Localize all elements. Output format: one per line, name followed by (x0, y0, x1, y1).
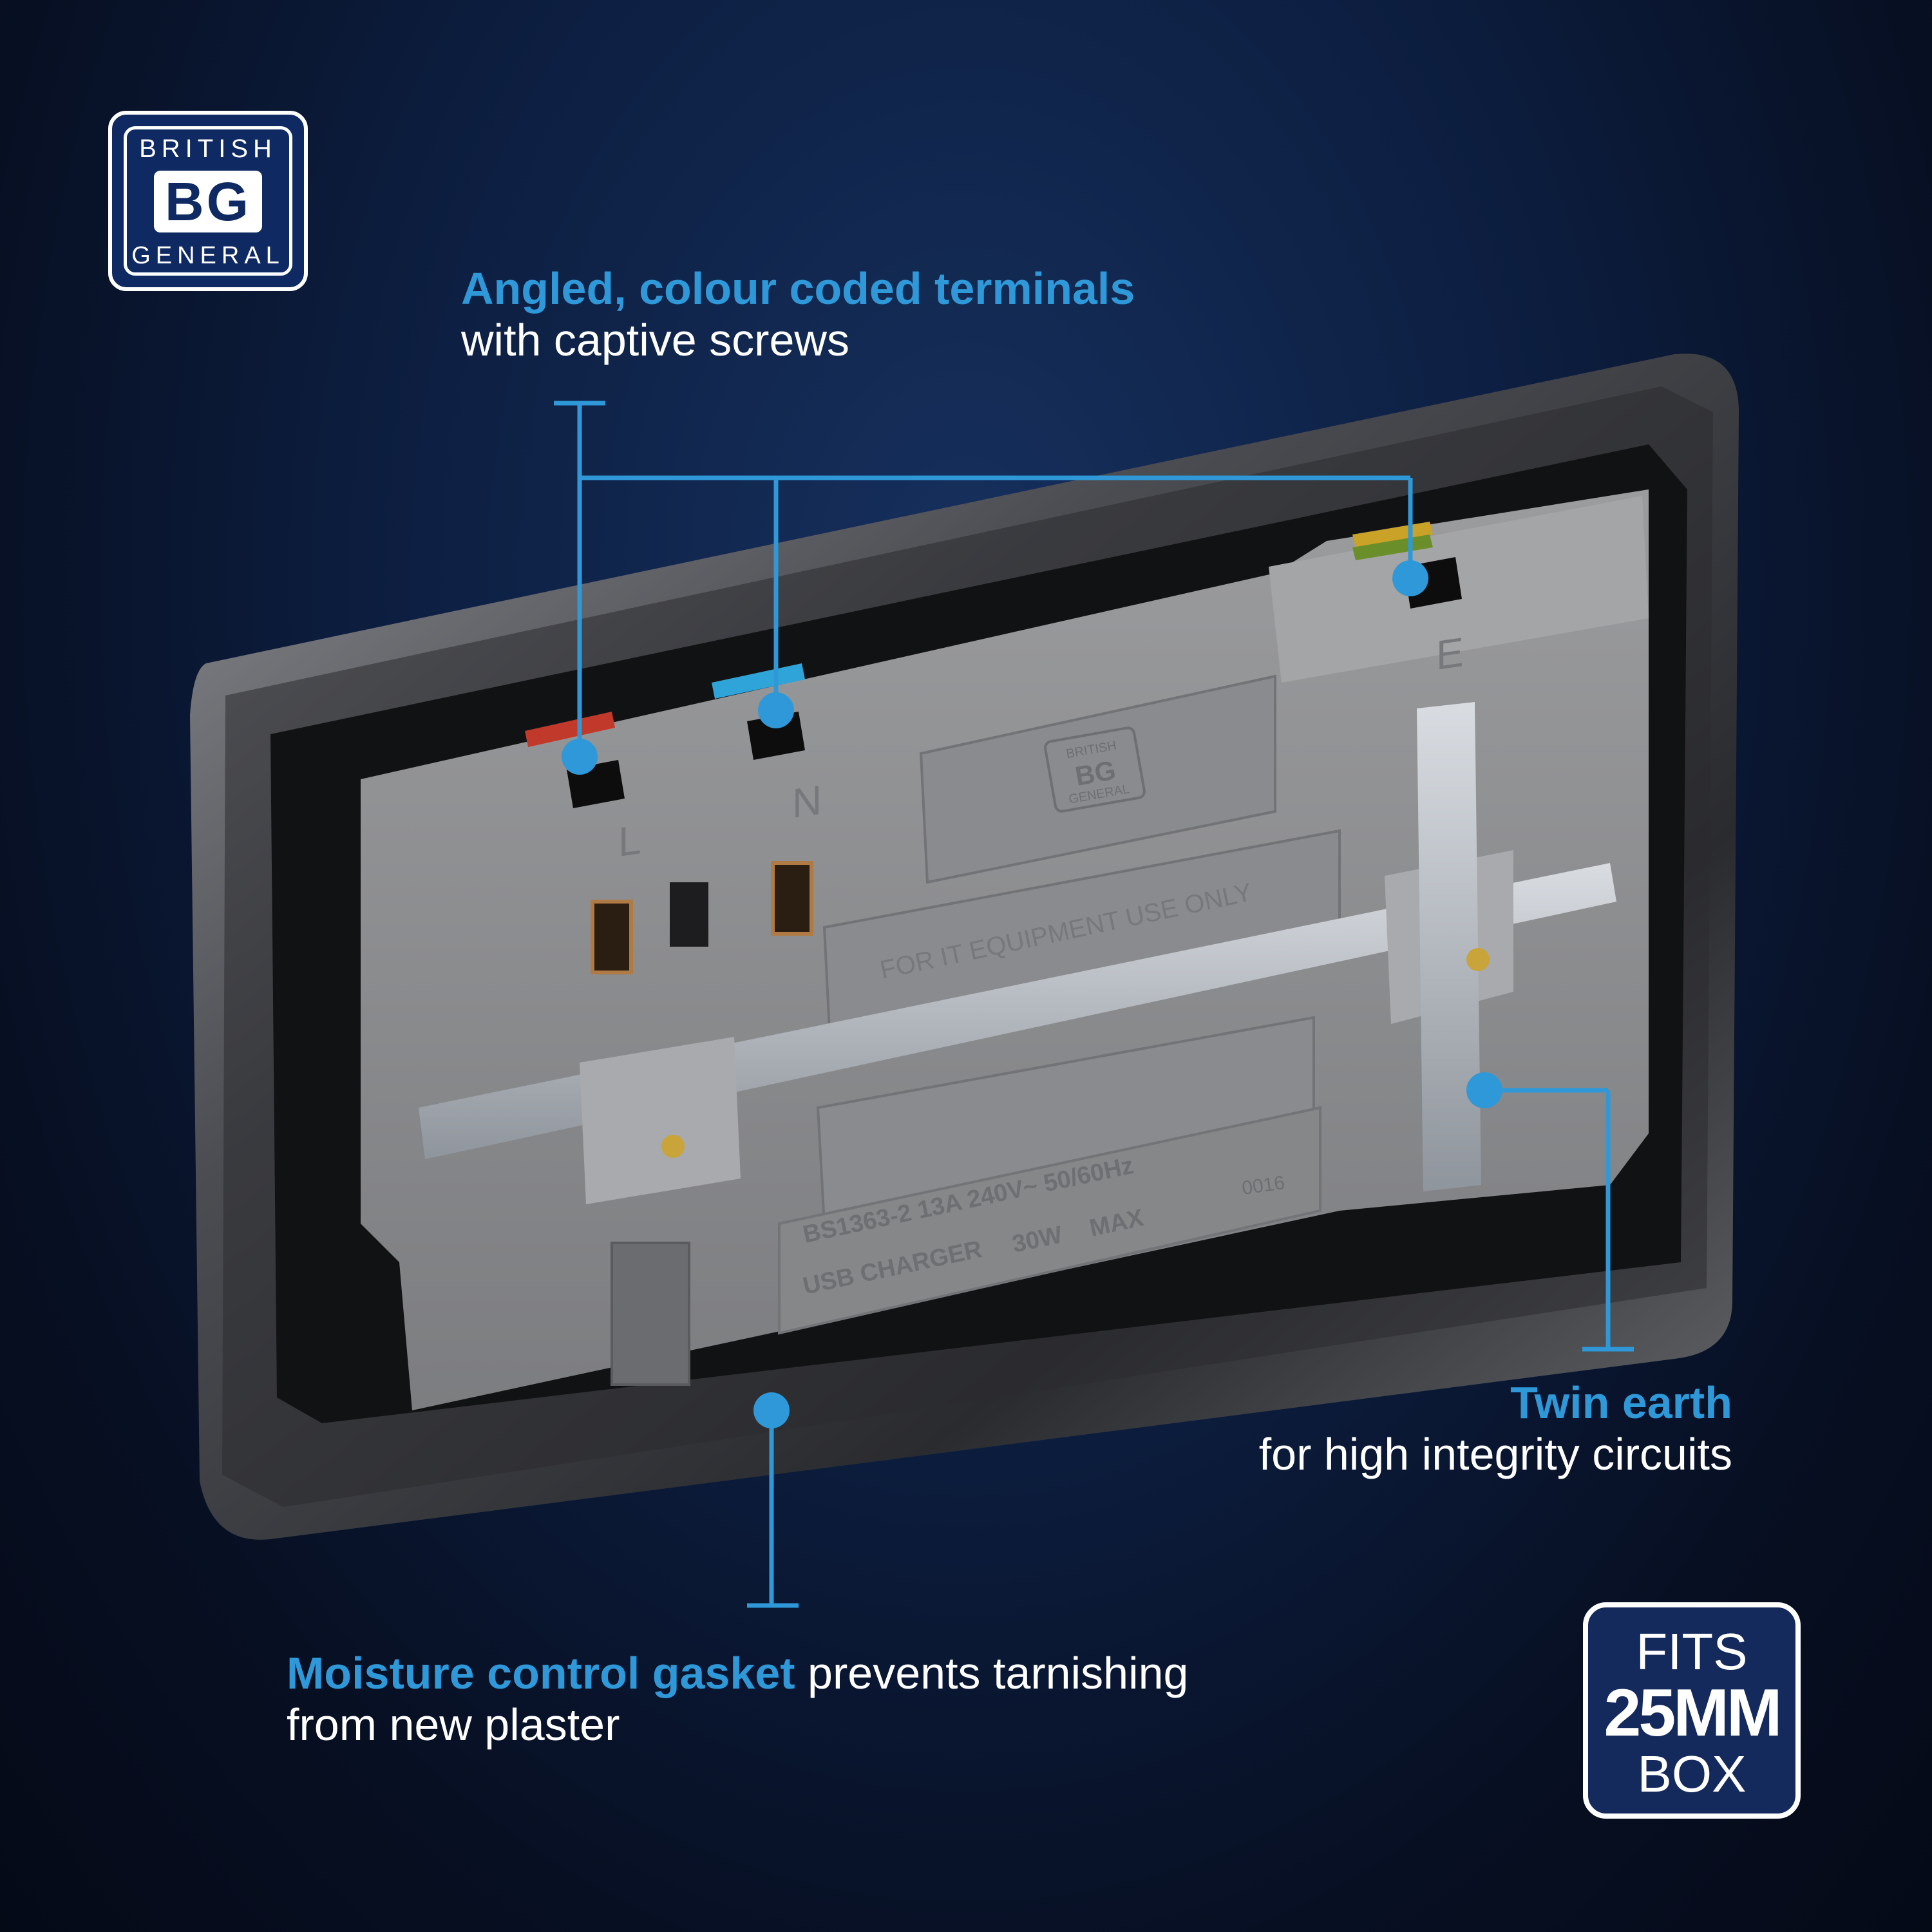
wire-entry-1 (591, 900, 633, 974)
brand-logo: BRITISH BG GENERAL (108, 111, 308, 291)
fits-box-badge: FITS 25MM BOX (1583, 1602, 1801, 1819)
earth-colour-mark-2 (1352, 535, 1433, 560)
gasket-heading: Moisture control gasket (287, 1648, 795, 1698)
panel-bottom (778, 1106, 1321, 1335)
live-terminal-dot (562, 739, 598, 775)
logo-mark: BG (154, 171, 262, 232)
brass-screw-left (661, 1135, 685, 1158)
brass-screw-right (1466, 948, 1490, 971)
live-colour-mark (525, 712, 615, 747)
usb-port (611, 1242, 690, 1386)
logo-frame: BRITISH BG GENERAL (124, 126, 292, 276)
badge-line-3: BOX (1637, 1745, 1747, 1803)
neutral-terminal-hole (747, 712, 805, 760)
gasket-heading-line: Moisture control gasket prevents tarnish… (287, 1647, 1189, 1699)
gasket-subtext: from new plaster (287, 1700, 620, 1750)
logo-top-text: BRITISH (139, 135, 277, 163)
terminals-heading: Angled, colour coded terminals (461, 263, 1135, 314)
terminal-label-e: E (1436, 629, 1464, 679)
twin-earth-dot (1466, 1072, 1502, 1108)
moulded-logo (1044, 726, 1146, 813)
panel-upper (919, 674, 1276, 884)
twin-earth-subtext: for high integrity circuits (1258, 1429, 1732, 1479)
terminals-subtext: with captive screws (461, 315, 849, 365)
earth-colour-mark (1352, 522, 1433, 547)
neutral-terminal-dot (758, 692, 794, 728)
moulded-logo-mark: BG (1073, 755, 1118, 791)
wire-entry-2 (670, 882, 708, 947)
logo-bottom-text: GENERAL (131, 242, 285, 269)
neutral-colour-mark (712, 663, 805, 699)
leader-dots (562, 560, 1502, 1428)
gasket-heading-rest: prevents tarnishing (795, 1648, 1189, 1698)
twin-earth-heading: Twin earth (1510, 1378, 1732, 1428)
badge-line-2: 25MM (1604, 1676, 1783, 1750)
badge-line-1: FITS (1636, 1623, 1748, 1680)
gasket-dot (753, 1392, 790, 1428)
terminal-label-n: N (792, 777, 822, 827)
wire-entry-3 (771, 861, 813, 936)
terminal-label-l: L (618, 816, 641, 866)
leader-lines (554, 401, 1634, 1608)
earth-clip (1417, 702, 1481, 1191)
strap-bracket-left (580, 1037, 741, 1204)
earth-terminal-dot (1392, 560, 1428, 596)
